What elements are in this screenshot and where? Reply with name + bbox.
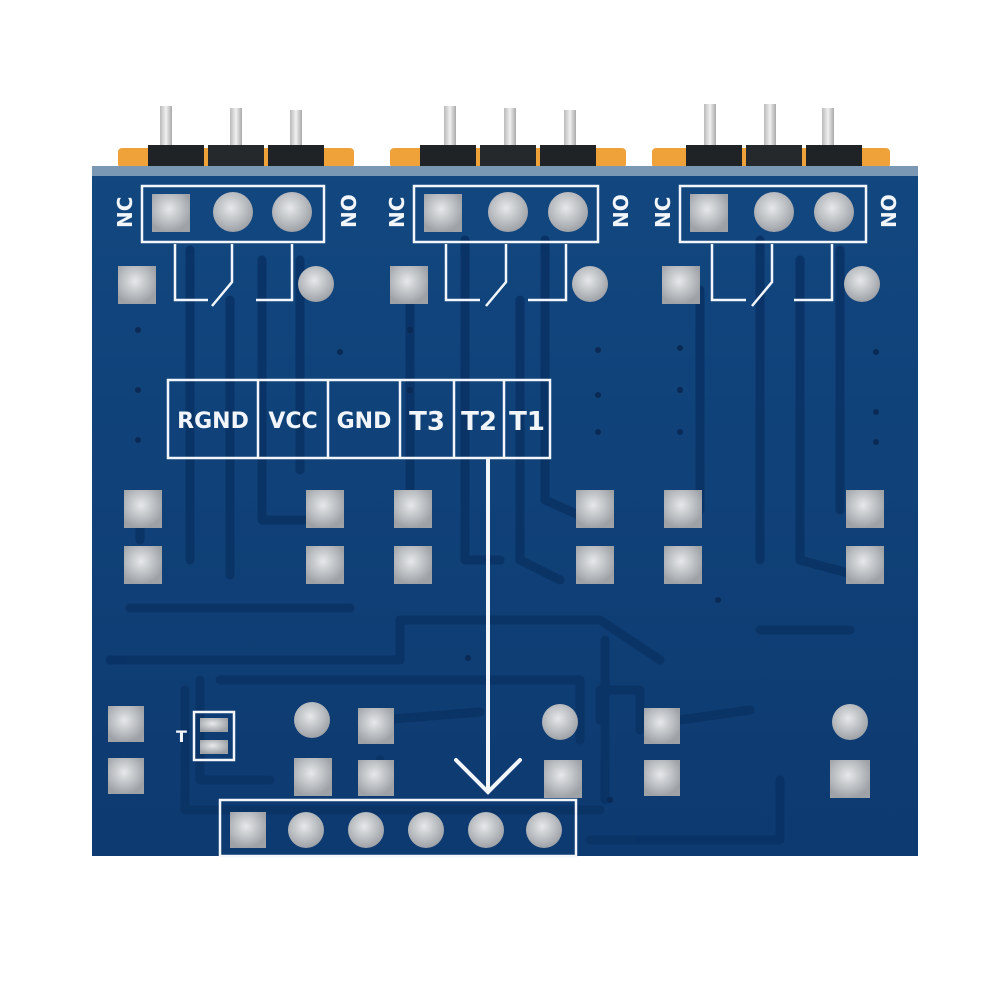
header-relay-3 xyxy=(652,104,890,168)
pcb-traces xyxy=(105,235,860,845)
no-label-3: NO xyxy=(877,194,901,228)
bottom-connector xyxy=(218,798,578,858)
relay-contact-pads xyxy=(152,192,854,232)
no-label-1: NO xyxy=(337,194,361,228)
pin-label-gnd: GND xyxy=(337,409,392,434)
pin-label-t2: T2 xyxy=(461,407,497,437)
pin-label-vcc: VCC xyxy=(268,409,317,434)
relay-labels: NC NO NC NO NC NO xyxy=(113,194,901,228)
jumper-t: T xyxy=(176,710,236,762)
pin-label-t3: T3 xyxy=(409,407,445,437)
vias xyxy=(135,327,879,803)
header-relay-1 xyxy=(118,106,354,168)
pin-label-rgnd: RGND xyxy=(177,409,249,434)
coil-pads xyxy=(118,266,880,304)
no-label-2: NO xyxy=(609,194,633,228)
nc-label-1: NC xyxy=(113,197,137,228)
top-headers xyxy=(118,104,890,168)
nc-label-3: NC xyxy=(651,197,675,228)
lower-pads xyxy=(108,702,870,798)
header-relay-2 xyxy=(390,106,626,168)
nc-label-2: NC xyxy=(385,197,409,228)
pin-label-t1: T1 xyxy=(509,407,545,437)
pinout-label: RGND VCC GND T3 T2 T1 xyxy=(166,378,552,460)
arrow-icon xyxy=(454,458,522,795)
jumper-label: T xyxy=(176,727,187,746)
relay-symbols xyxy=(140,184,868,307)
middle-pads xyxy=(124,490,884,584)
